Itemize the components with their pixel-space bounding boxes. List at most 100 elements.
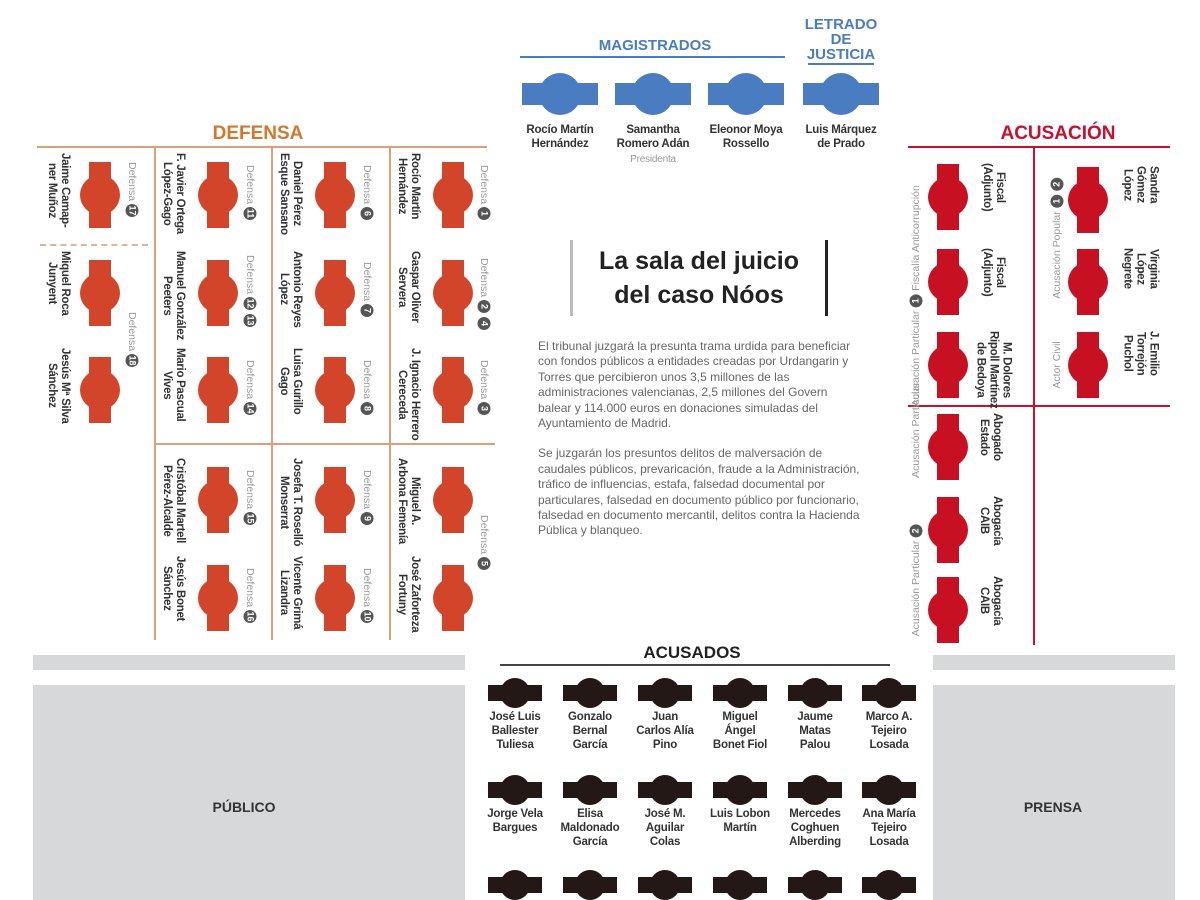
press-barrier xyxy=(933,655,1175,670)
group-label-text: Defensa xyxy=(361,165,373,205)
defense-lawyer-name: Cristóbal Martell Pérez-Alcalde xyxy=(161,458,186,544)
description-paragraph-2: Se juzgarán los presuntos delitos de mal… xyxy=(538,446,860,538)
accusation-row-divider xyxy=(908,405,1170,407)
seat-body xyxy=(1068,345,1108,385)
case-title-box: La sala del juicio del caso Nóos xyxy=(570,240,828,316)
magistrates-divider xyxy=(520,56,785,58)
number-badge: 4 xyxy=(477,317,491,331)
group-label: Defensa 8 xyxy=(360,360,374,416)
case-title-line1: La sala del juicio xyxy=(598,247,800,275)
seat-body xyxy=(198,578,238,618)
seat-body xyxy=(725,775,755,805)
magistrate-name: Eleonor Moya Rossello xyxy=(709,124,783,150)
defense-lawyer-name: Vicente Grimá Lizandra xyxy=(278,556,303,630)
seat-body xyxy=(315,175,355,215)
description-paragraph-1: El tribunal juzgará la presunta trama ur… xyxy=(538,339,851,431)
group-label: Acusación Particular xyxy=(910,382,922,478)
seat-body xyxy=(500,678,530,708)
accused-name: Gonzalo Bernal García xyxy=(568,711,612,751)
defense-lawyer-name: Jaime Camap- ner Muñoz xyxy=(46,153,71,228)
defense-lawyer-name: Miquel Roca Junyent xyxy=(46,251,71,316)
seat-body xyxy=(800,775,830,805)
defense-lawyer-name: Rocío Martín Hernández xyxy=(396,153,421,220)
number-badge: 14 xyxy=(243,402,257,416)
seat-body xyxy=(1068,180,1108,220)
accusation-lawyer-name: M. Dolores Ripoll Martínez de Bedoya xyxy=(974,331,1013,409)
accused-name: Marco A. Tejeiro Losada xyxy=(865,711,913,751)
number-badge: 16 xyxy=(243,610,257,624)
magistrates-title: MAGISTRADOS xyxy=(598,37,712,54)
number-badge: 8 xyxy=(360,402,374,416)
seat-body xyxy=(433,578,473,618)
seat-body xyxy=(80,175,120,215)
seat-body xyxy=(650,678,680,708)
number-badge: 12 xyxy=(243,297,257,311)
seat-body xyxy=(198,370,238,410)
defense-lawyer-name: Mario Pascual Vives xyxy=(161,348,186,422)
seat-body xyxy=(928,262,968,302)
number-badge: 13 xyxy=(243,314,257,328)
number-badge: 17 xyxy=(125,204,139,218)
accused-name: Jorge Vela Bargues xyxy=(487,808,543,834)
accusation-lawyer-name: J. Emilio Torrejón Puchol xyxy=(1121,331,1160,376)
defense-lawyer-name: José Zaforteza Fortuny xyxy=(396,556,421,633)
group-label-text: Defensa xyxy=(361,360,373,400)
accused-name: Mercedes Coghuen Alberding xyxy=(789,808,841,848)
seat-body xyxy=(500,870,530,900)
number-badge: 1 xyxy=(477,207,491,221)
group-label-text: Defensa xyxy=(478,515,490,555)
case-title-line2: del caso Nóos xyxy=(614,281,784,309)
group-label-text: Defensa xyxy=(478,165,490,205)
accusation-lawyer-name: Fiscal (Adjunto) xyxy=(981,163,1006,212)
magistrate-name: Samantha Romero Adán xyxy=(616,124,690,150)
group-label: Fiscalía Anticorrupción xyxy=(910,185,922,291)
group-label: Defensa 11 xyxy=(243,165,257,221)
seat-body xyxy=(500,775,530,805)
group-label: Actor Civil xyxy=(1051,341,1063,388)
group-label-text: Acusación Particular xyxy=(910,382,922,478)
seat-body xyxy=(80,370,120,410)
accused-name: José Luis Ballester Tuliesa xyxy=(489,711,541,751)
seat-body xyxy=(198,175,238,215)
seat-body xyxy=(80,273,120,313)
group-label-text: Defensa xyxy=(244,470,256,510)
number-badge: 11 xyxy=(243,207,257,221)
magistrate-role: Presidenta xyxy=(630,154,676,165)
seat-body xyxy=(650,775,680,805)
seat-body xyxy=(198,273,238,313)
defense-row-divider xyxy=(155,443,495,445)
seat-body xyxy=(575,678,605,708)
accusation-lawyer-name: Abogacía CAIB xyxy=(978,496,1003,546)
accused-name: Luis Lobon Martín xyxy=(710,808,770,834)
case-description: El tribunal juzgará la presunta trama ur… xyxy=(538,339,860,539)
number-badge: 3 xyxy=(477,402,491,416)
seat-body xyxy=(575,775,605,805)
defense-lawyer-name: J. Ignacio Herrero Cereceda xyxy=(396,348,421,441)
seat-body xyxy=(315,578,355,618)
seat-body xyxy=(874,775,904,805)
defense-lawyer-name: Miguel A. Arbona Femenía xyxy=(396,458,421,544)
accusation-divider xyxy=(908,146,1170,148)
accused-name: José M. Aguilar Colas xyxy=(644,808,686,848)
seat-body xyxy=(725,73,767,115)
number-badge: 7 xyxy=(360,304,374,318)
seat-body xyxy=(928,590,968,630)
defense-col-divider xyxy=(389,147,391,640)
number-badge: 2 xyxy=(1050,178,1064,192)
group-label-text: Defensa xyxy=(126,312,138,352)
group-label-text: Defensa xyxy=(361,262,373,302)
group-label-text: Defensa xyxy=(244,165,256,205)
accused-title: ACUSADOS xyxy=(643,643,741,662)
group-label-text: Defensa xyxy=(478,360,490,400)
seat-body xyxy=(928,427,968,467)
